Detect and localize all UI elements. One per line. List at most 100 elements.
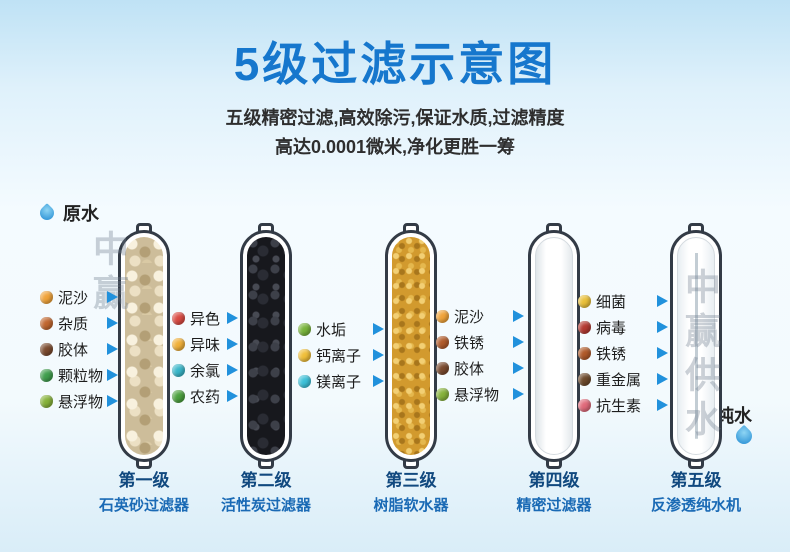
stage-name: 反渗透纯水机: [650, 497, 741, 514]
stage-name: 活性炭过滤器: [220, 497, 311, 514]
ro-membrane-media: [677, 237, 715, 455]
water-drop-icon: [37, 203, 57, 223]
contaminant-row: 水垢: [298, 316, 384, 342]
arrow-right-icon: [657, 373, 668, 385]
arrow-right-icon: [513, 336, 524, 348]
stage-label-5: 第五级 反渗透纯水机: [616, 466, 776, 515]
arrow-right-icon: [227, 338, 238, 350]
contaminant-row: 泥沙: [436, 303, 524, 329]
arrow-right-icon: [513, 362, 524, 374]
arrow-right-icon: [107, 369, 118, 381]
contaminant-row: 胶体: [436, 355, 524, 381]
contaminant-row: 细菌: [578, 288, 668, 314]
contaminant-label: 铁锈: [454, 334, 485, 352]
contaminant-label: 杂质: [58, 315, 89, 333]
calcium-ion-icon: [298, 348, 311, 362]
contaminant-label: 悬浮物: [58, 393, 104, 411]
stage-name: 精密过滤器: [516, 497, 592, 514]
stage-name: 树脂软水器: [373, 497, 449, 514]
arrow-right-icon: [373, 323, 384, 335]
quartz-sand-media: [125, 237, 163, 455]
raw-water-label: 原水: [63, 204, 99, 224]
contaminant-group-4: 泥沙 铁锈 胶体 悬浮物: [436, 303, 524, 407]
virus-icon: [578, 320, 591, 334]
discoloration-icon: [172, 311, 185, 325]
contaminant-group-3: 水垢 钙离子 镁离子: [298, 316, 384, 394]
odor-icon: [172, 337, 185, 351]
arrow-right-icon: [373, 375, 384, 387]
pesticide-icon: [172, 389, 185, 403]
heavy-metals-icon: [578, 372, 591, 386]
contaminant-label: 水垢: [316, 321, 347, 339]
contaminant-row: 悬浮物: [40, 388, 118, 414]
contaminant-label: 抗生素: [596, 397, 642, 415]
arrow-right-icon: [657, 295, 668, 307]
silt-icon: [40, 290, 53, 304]
contaminant-row: 异味: [172, 331, 238, 357]
scale-icon: [298, 322, 311, 336]
subtitle-line1: 五级精密过滤,高效除污,保证水质,过滤精度: [225, 108, 565, 128]
arrow-right-icon: [513, 310, 524, 322]
subtitle: 五级精密过滤,高效除污,保证水质,过滤精度 高达0.0001微米,净化更胜一筹: [0, 104, 790, 162]
watermark-right: 中赢供水: [680, 268, 721, 444]
arrow-right-icon: [227, 312, 238, 324]
bacteria-icon: [578, 294, 591, 308]
arrow-right-icon: [657, 399, 668, 411]
contaminant-row: 病毒: [578, 314, 668, 340]
contaminant-label: 农药: [190, 388, 221, 406]
arrow-right-icon: [657, 321, 668, 333]
stage-level: 第一级: [118, 471, 170, 490]
arrow-right-icon: [107, 291, 118, 303]
contaminant-label: 泥沙: [454, 308, 485, 326]
arrow-right-icon: [107, 395, 118, 407]
stage-level: 第三级: [385, 471, 437, 490]
contaminant-group-2: 异色 异味 余氯 农药: [172, 305, 238, 409]
contaminant-group-1: 泥沙 杂质 胶体 颗粒物 悬浮物: [40, 284, 118, 414]
contaminant-label: 镁离子: [316, 373, 362, 391]
contaminant-row: 异色: [172, 305, 238, 331]
contaminant-row: 重金属: [578, 366, 668, 392]
resin-beads-media: [392, 237, 430, 455]
antibiotics-icon: [578, 398, 591, 412]
contaminant-label: 铁锈: [596, 345, 627, 363]
filter-stage-3: [385, 223, 437, 469]
watermark-left: 中赢: [88, 230, 129, 318]
colloid-icon: [436, 361, 449, 375]
contaminant-row: 钙离子: [298, 342, 384, 368]
residual-chlorine-icon: [172, 363, 185, 377]
arrow-right-icon: [373, 349, 384, 361]
arrow-right-icon: [107, 343, 118, 355]
subtitle-line2: 高达0.0001微米,净化更胜一筹: [274, 137, 516, 157]
contaminant-row: 泥沙: [40, 284, 118, 310]
filter-body: [240, 230, 292, 462]
contaminant-row: 胶体: [40, 336, 118, 362]
particles-icon: [40, 368, 53, 382]
water-drop-icon: [732, 424, 756, 448]
contaminant-group-5: 细菌 病毒 铁锈 重金属 抗生素: [578, 288, 668, 418]
contaminant-label: 颗粒物: [58, 367, 104, 385]
filter-body: [528, 230, 580, 462]
stage-label-2: 第二级 活性炭过滤器: [186, 466, 346, 515]
silt-icon: [436, 309, 449, 323]
contaminant-label: 钙离子: [316, 347, 362, 365]
suspended-solids-icon: [436, 387, 449, 401]
suspended-solids-icon: [40, 394, 53, 408]
contaminant-label: 细菌: [596, 293, 627, 311]
rust-icon: [436, 335, 449, 349]
magnesium-ion-icon: [298, 374, 311, 388]
filter-body: [670, 230, 722, 462]
precision-cartridge-media: [535, 237, 573, 455]
contaminant-label: 胶体: [454, 360, 485, 378]
arrow-right-icon: [227, 390, 238, 402]
filter-body: [118, 230, 170, 462]
contaminant-row: 余氯: [172, 357, 238, 383]
raw-water-label-group: 原水: [37, 200, 99, 226]
filter-stage-2: [240, 223, 292, 469]
pure-water-label: 纯水: [716, 406, 752, 426]
arrow-right-icon: [657, 347, 668, 359]
contaminant-label: 异味: [190, 336, 221, 354]
contaminant-label: 悬浮物: [454, 386, 500, 404]
arrow-right-icon: [513, 388, 524, 400]
contaminant-row: 镁离子: [298, 368, 384, 394]
stage-name: 石英砂过滤器: [98, 497, 189, 514]
